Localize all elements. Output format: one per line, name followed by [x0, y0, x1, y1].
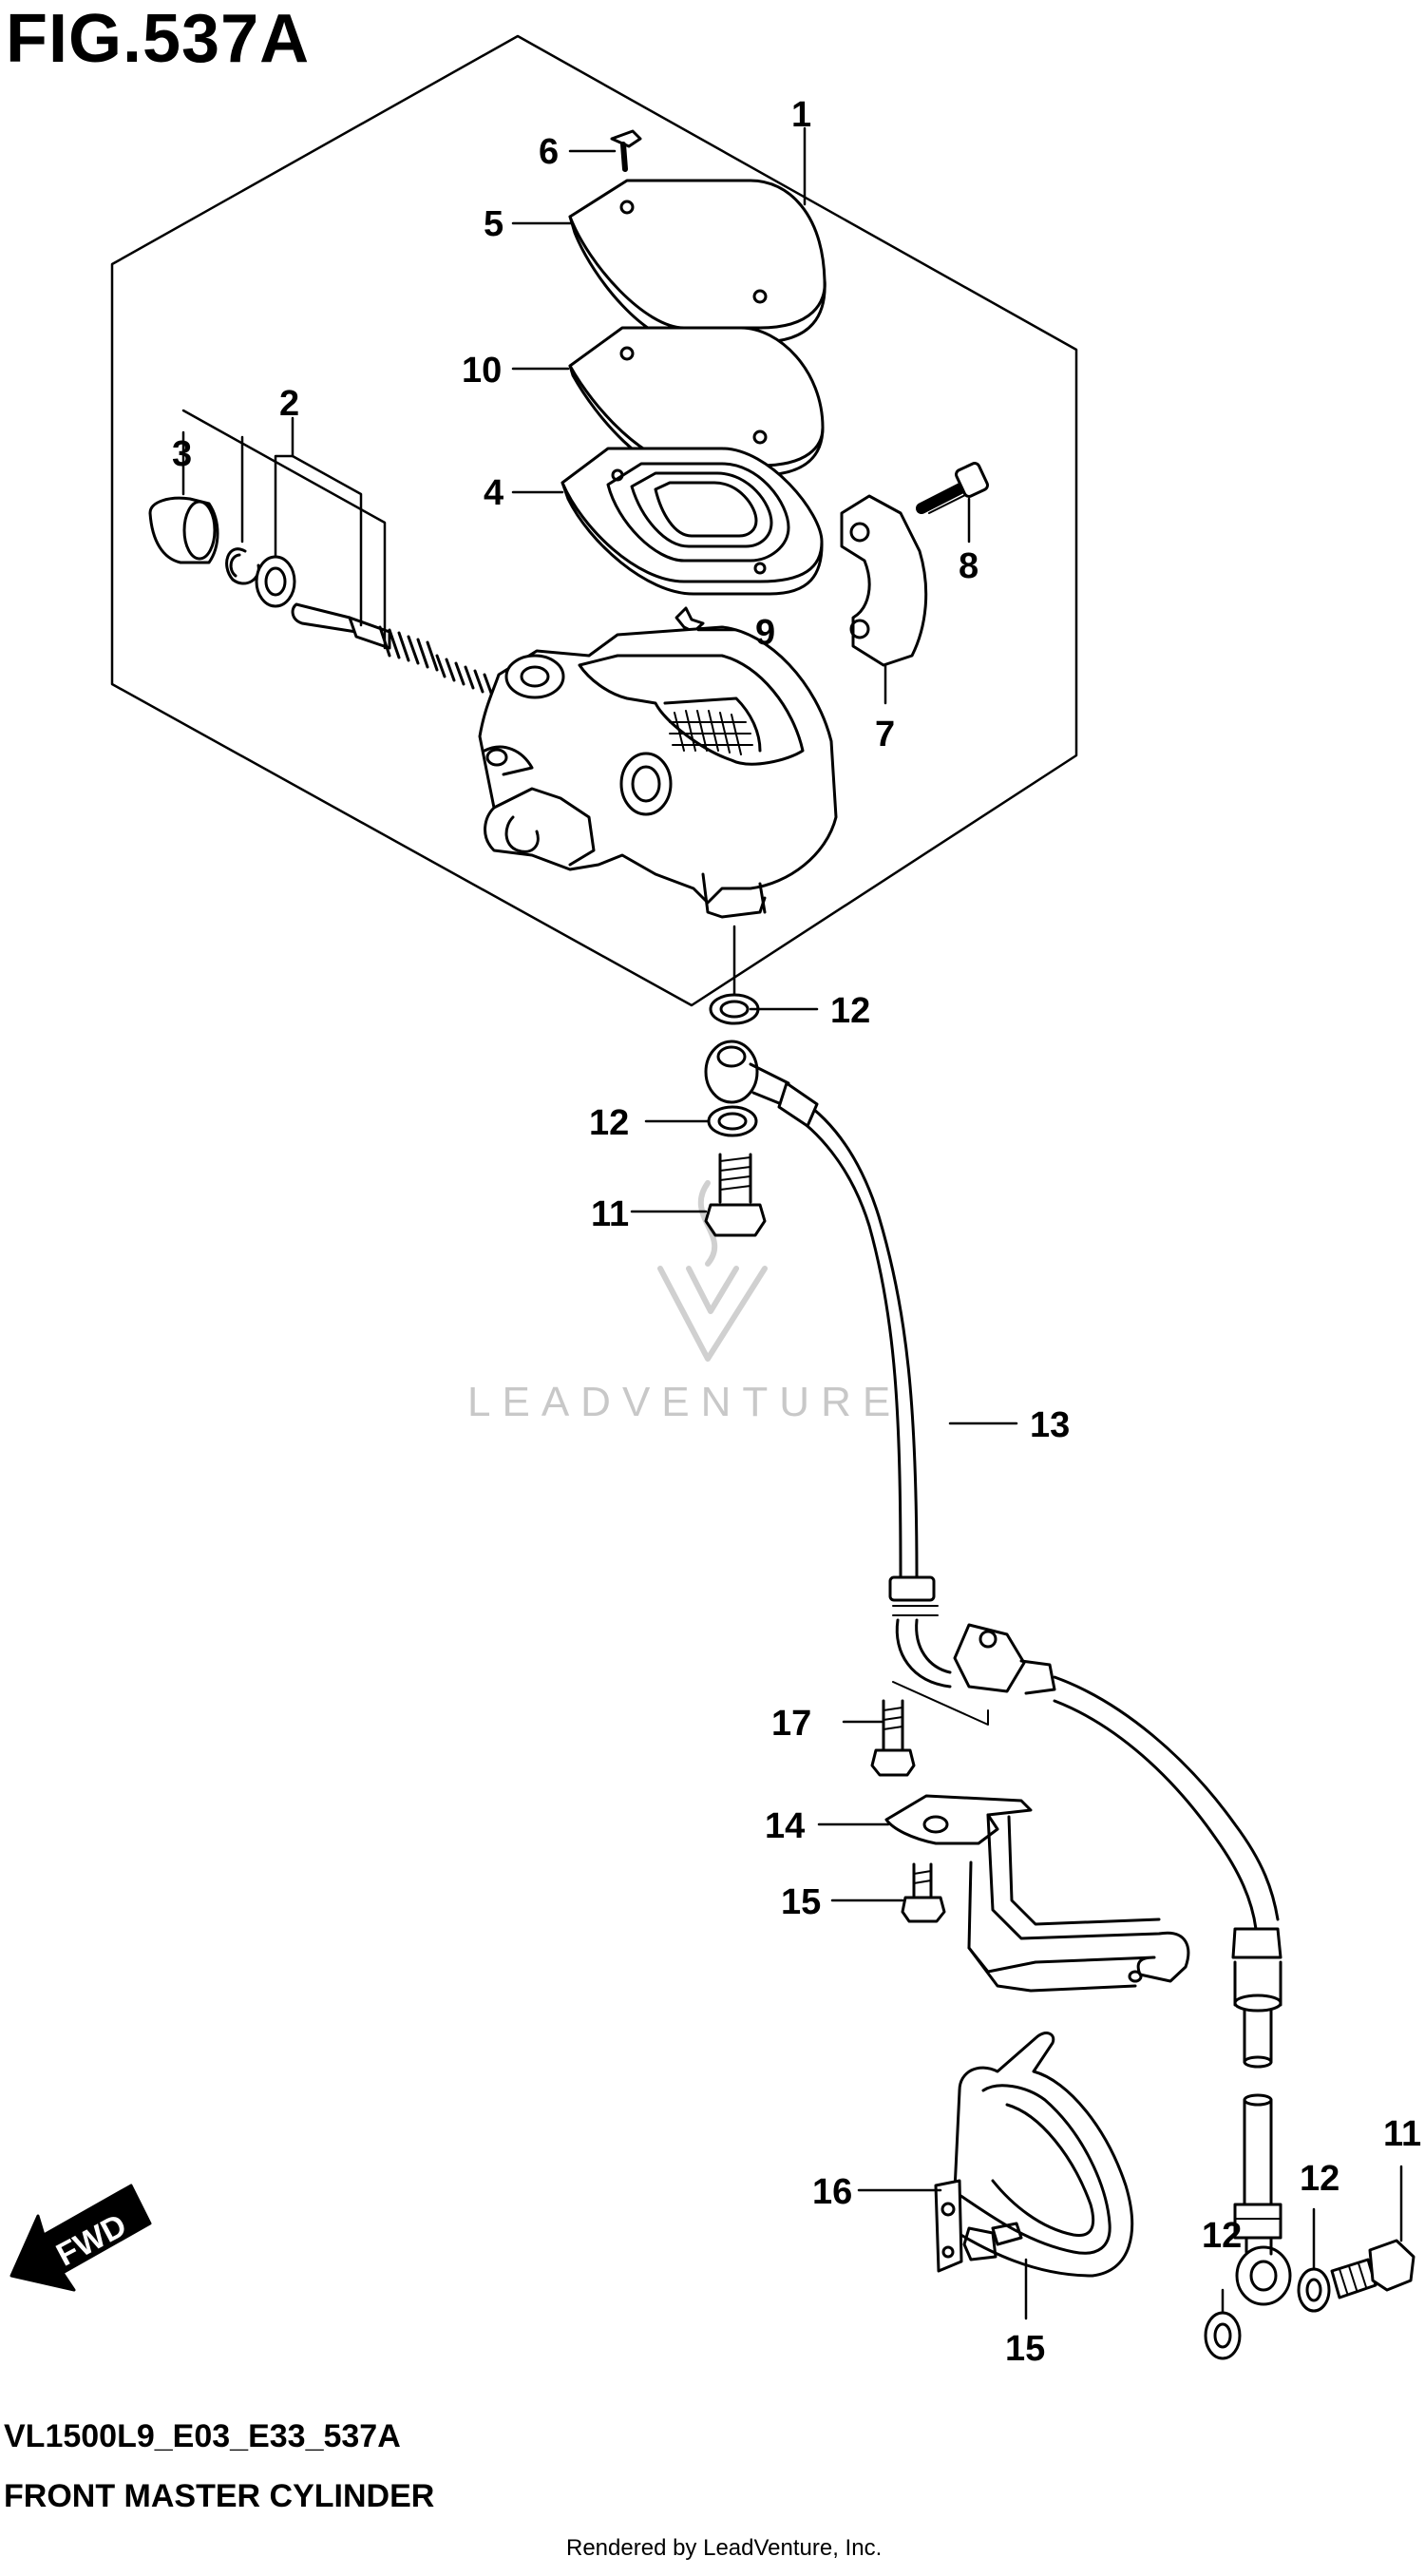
part-circlip [225, 547, 260, 585]
callout-labels: 1 2 3 4 5 6 7 8 9 10 11 11 12 12 12 12 1… [172, 95, 1421, 2369]
part-6-screw [610, 129, 642, 172]
callout-9: 9 [755, 613, 775, 653]
callout-17: 17 [771, 1704, 811, 1744]
part-12-washer-bottom-right [1297, 2267, 1331, 2313]
callout-12-bottom-left: 12 [1202, 2216, 1242, 2256]
part-2-piston-spring [291, 602, 494, 697]
callout-11-top: 11 [591, 1194, 629, 1234]
part-16-clamp-bracket [934, 2032, 1133, 2278]
part-12-washer-mid [707, 1105, 758, 1137]
leader-lines [181, 126, 1403, 2320]
watermark-text: LEADVENTURE [467, 1379, 902, 1425]
part-washer [255, 555, 296, 608]
part-14-bracket [884, 1794, 1190, 1993]
callout-7: 7 [875, 715, 895, 754]
callout-11-bottom: 11 [1383, 2114, 1421, 2154]
callout-4: 4 [484, 473, 504, 513]
banjo-fitting-top [704, 1040, 790, 1109]
figure-title: FIG.537A [6, 1, 311, 77]
callout-3: 3 [172, 434, 192, 474]
fwd-direction-arrow: FWD [10, 2184, 152, 2292]
callout-14: 14 [765, 1806, 805, 1846]
rendered-by-credit: Rendered by LeadVenture, Inc. [566, 2535, 883, 2561]
callout-13: 13 [1030, 1405, 1070, 1445]
callout-12-top: 12 [830, 991, 870, 1031]
callout-2: 2 [279, 384, 299, 424]
master-cylinder-body [478, 625, 838, 919]
part-5-reservoir-cap [568, 179, 826, 344]
callout-12-mid: 12 [589, 1103, 629, 1143]
part-4-gasket [560, 447, 824, 596]
callout-15-top: 15 [781, 1882, 821, 1922]
callout-5: 5 [484, 204, 504, 244]
part-15-bolt-top [901, 1862, 946, 1923]
callout-16: 16 [812, 2172, 852, 2212]
part-13-brake-hose [777, 1081, 1292, 2306]
callout-10: 10 [462, 351, 502, 391]
part-7-clamp [840, 494, 928, 667]
callout-12-bottom-right: 12 [1300, 2159, 1340, 2199]
callout-1: 1 [791, 95, 811, 135]
callout-6: 6 [539, 132, 559, 172]
part-8-bolt [916, 462, 989, 514]
part-11-banjo-bolt-top [704, 1153, 767, 1237]
callout-15-bottom: 15 [1005, 2329, 1045, 2369]
part-17-bolt [870, 1681, 989, 1777]
part-9-small-part [674, 606, 705, 634]
callout-8: 8 [959, 546, 978, 586]
part-3-boot [148, 496, 219, 564]
diagram-title: FRONT MASTER CYLINDER [4, 2478, 435, 2514]
part-11-banjo-bolt-bottom [1330, 2239, 1416, 2299]
part-12-washer-bottom-left [1204, 2311, 1242, 2360]
model-code: VL1500L9_E03_E33_537A [4, 2418, 401, 2454]
watermark: LEADVENTURE [467, 1180, 902, 1425]
assembly-outline [110, 34, 1078, 1007]
